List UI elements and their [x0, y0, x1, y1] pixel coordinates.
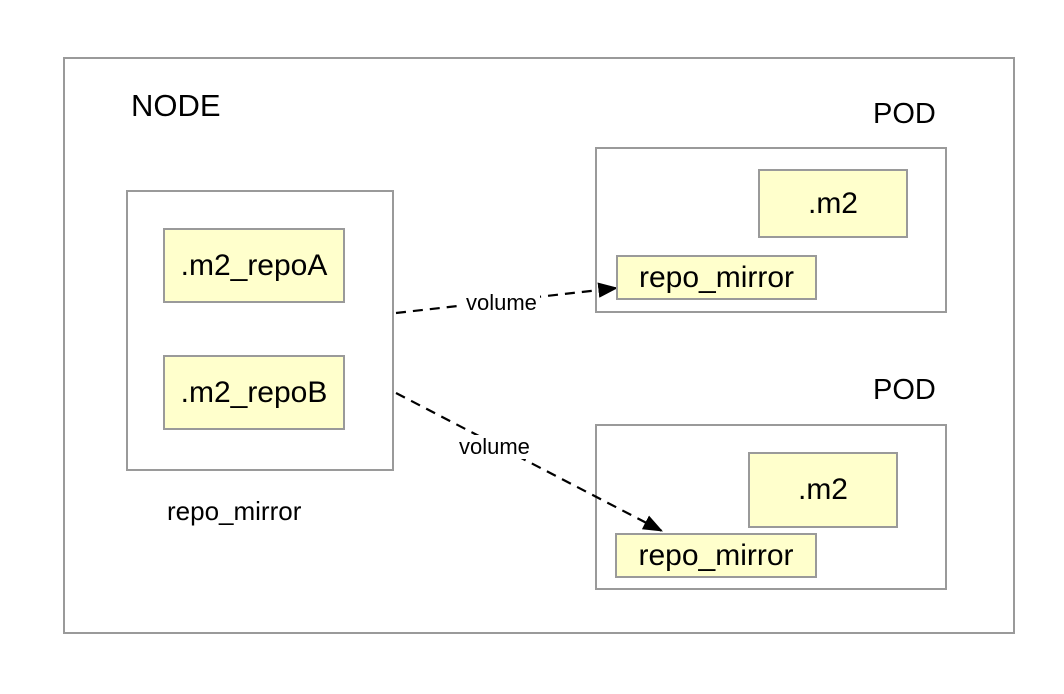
- node-volume-m2-repob: .m2_repoB: [163, 355, 345, 430]
- pod-2-m2-box: .m2: [748, 452, 898, 528]
- node-container: [63, 57, 1015, 634]
- pod-1-m2-box: .m2: [758, 169, 908, 238]
- pod-container-1: [595, 147, 947, 313]
- node-repo-mirror-group: [126, 190, 394, 471]
- node-repo-mirror-caption: repo_mirror: [167, 496, 302, 526]
- pod-title-1: POD: [873, 98, 936, 130]
- pod-title-2: POD: [873, 374, 936, 406]
- connector-label-volume-2: volume: [456, 435, 533, 459]
- connector-label-volume-1: volume: [463, 291, 540, 315]
- pod-1-repo-mirror-box: repo_mirror: [616, 255, 817, 300]
- node-volume-m2-repoa: .m2_repoA: [163, 228, 345, 303]
- pod-2-repo-mirror-box: repo_mirror: [615, 533, 817, 578]
- node-title: NODE: [131, 88, 221, 123]
